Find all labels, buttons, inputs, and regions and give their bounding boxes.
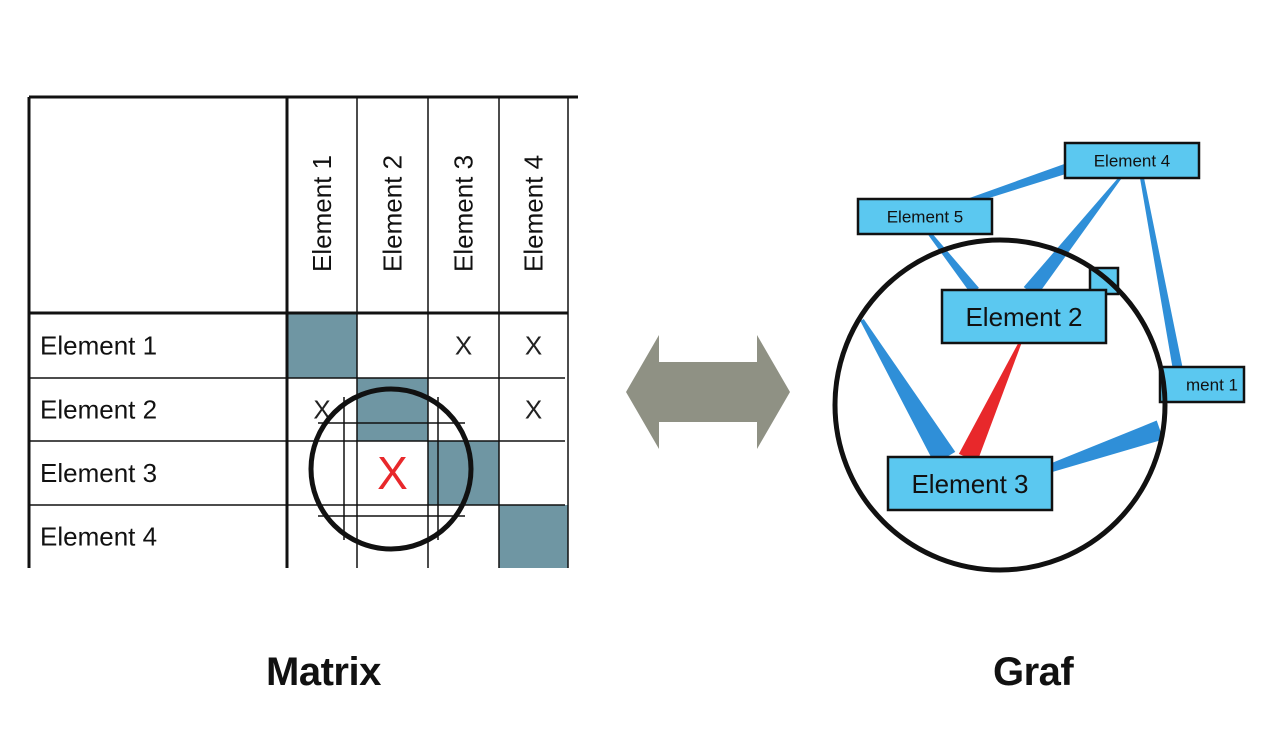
graph-nodes: Element 4 Element 5 Element 2 ment 1 Element… bbox=[856, 141, 1246, 512]
graph-node-label: Element 4 bbox=[1094, 152, 1171, 171]
matrix-diagonal-cell bbox=[499, 505, 568, 568]
graph-node-box bbox=[856, 197, 994, 236]
graph-edge bbox=[928, 232, 979, 295]
graph-node-box bbox=[1063, 141, 1201, 180]
matrix-column-headers: Element 1 Element 2 Element 3 Element 4 bbox=[307, 155, 549, 272]
graph-highlighted-edge bbox=[958, 342, 1022, 463]
matrix-magnifier-circle bbox=[308, 386, 474, 552]
double-arrow-icon bbox=[626, 335, 790, 449]
matrix-dependency-mark: X bbox=[313, 395, 330, 425]
graph-caption: Graf bbox=[993, 650, 1074, 694]
graph-node-box bbox=[940, 288, 1108, 345]
matrix-panel: Element 1 Element 2 Element 3 Element 4 Ele… bbox=[27, 95, 578, 568]
matrix-grid bbox=[27, 95, 578, 568]
matrix-dependency-mark: X bbox=[525, 331, 542, 361]
graph-edges bbox=[860, 163, 1183, 474]
graph-edge bbox=[1023, 177, 1122, 297]
matrix-highlighted-dependency-mark: X bbox=[377, 447, 408, 499]
matrix-caption: Matrix bbox=[266, 650, 381, 694]
graph-edge bbox=[860, 318, 956, 465]
graph-edge bbox=[1140, 177, 1183, 371]
graph-node-label: Element 5 bbox=[887, 208, 964, 227]
graph-node-label: ment 1 bbox=[1186, 376, 1238, 395]
matrix-column-label: Element 2 bbox=[378, 155, 408, 272]
graph-node-box bbox=[1158, 365, 1246, 404]
matrix-row-headers: Element 1 Element 2 Element 3 Element 4 bbox=[40, 331, 157, 552]
matrix-row-label: Element 4 bbox=[40, 522, 157, 552]
matrix-marks: X X X X X bbox=[313, 331, 542, 500]
matrix-row-label: Element 2 bbox=[40, 395, 157, 425]
matrix-row-label: Element 3 bbox=[40, 458, 157, 488]
matrix-dependency-mark: X bbox=[455, 331, 472, 361]
graph-node-box bbox=[886, 455, 1054, 512]
matrix-row-label: Element 1 bbox=[40, 331, 157, 361]
graph-panel: Element 4 Element 5 Element 2 ment 1 Element… bbox=[832, 141, 1246, 573]
graph-node-label: Element 3 bbox=[911, 469, 1028, 499]
matrix-diagonal-fills bbox=[287, 313, 568, 568]
matrix-diagonal-cell bbox=[287, 313, 357, 378]
matrix-column-label: Element 4 bbox=[519, 155, 549, 272]
graph-magnifier-circle bbox=[832, 237, 1168, 573]
matrix-column-label: Element 3 bbox=[449, 155, 479, 272]
graph-edge bbox=[1043, 420, 1164, 474]
matrix-diagonal-cell bbox=[428, 441, 499, 505]
matrix-dependency-mark: X bbox=[525, 395, 542, 425]
graph-node-label: Element 2 bbox=[965, 302, 1082, 332]
matrix-column-label: Element 1 bbox=[307, 155, 337, 272]
